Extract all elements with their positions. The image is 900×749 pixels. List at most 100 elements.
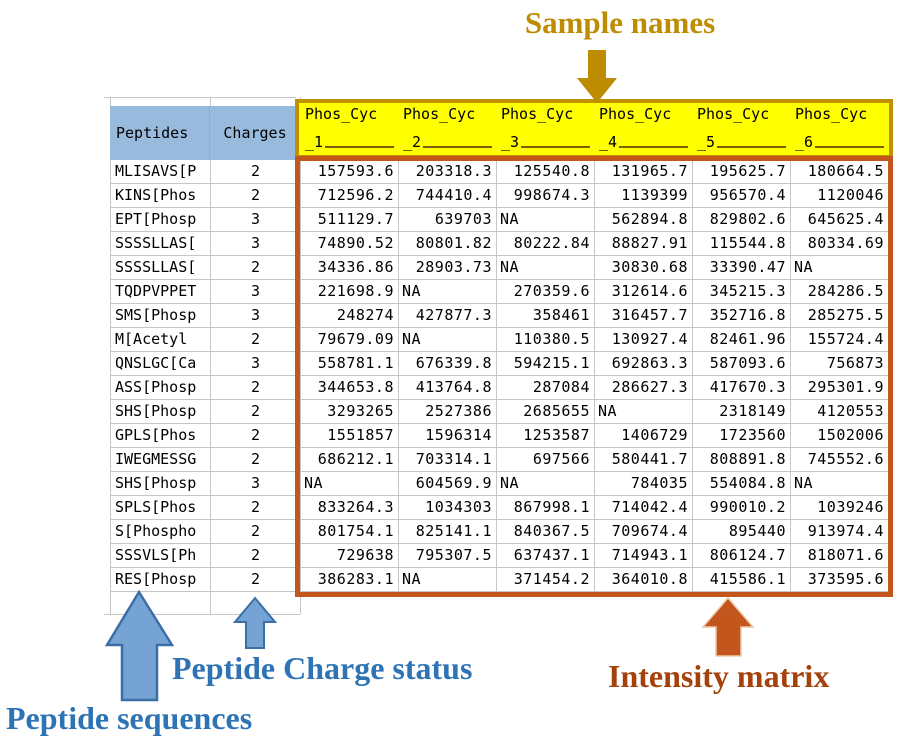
- charge-cell[interactable]: 2: [211, 160, 301, 183]
- peptide-cell[interactable]: QNSLGC[Ca: [111, 352, 211, 375]
- intensity-cell[interactable]: 248274: [301, 304, 399, 327]
- intensity-cell[interactable]: 697566: [497, 448, 595, 471]
- intensity-cell[interactable]: 371454.2: [497, 568, 595, 591]
- peptide-cell[interactable]: ASS[Phosp: [111, 376, 211, 399]
- intensity-cell[interactable]: 88827.91: [595, 232, 693, 255]
- intensity-cell[interactable]: 1406729: [595, 424, 693, 447]
- intensity-cell[interactable]: 3293265: [301, 400, 399, 423]
- intensity-cell[interactable]: 417670.3: [693, 376, 791, 399]
- peptide-cell[interactable]: IWEGMESSG: [111, 448, 211, 471]
- intensity-cell[interactable]: 840367.5: [497, 520, 595, 543]
- intensity-cell[interactable]: 867998.1: [497, 496, 595, 519]
- charge-cell[interactable]: 3: [211, 232, 301, 255]
- charge-cell[interactable]: 2: [211, 496, 301, 519]
- intensity-cell[interactable]: 157593.6: [301, 160, 399, 183]
- intensity-cell[interactable]: 415586.1: [693, 568, 791, 591]
- intensity-cell[interactable]: 352716.8: [693, 304, 791, 327]
- peptide-cell[interactable]: SMS[Phosp: [111, 304, 211, 327]
- intensity-cell[interactable]: 312614.6: [595, 280, 693, 303]
- sample-name-header-cell[interactable]: Phos_Cyc_4: [594, 105, 692, 151]
- intensity-cell[interactable]: 825141.1: [399, 520, 497, 543]
- intensity-cell[interactable]: NA: [497, 472, 595, 495]
- intensity-cell[interactable]: 221698.9: [301, 280, 399, 303]
- intensity-cell[interactable]: 131965.7: [595, 160, 693, 183]
- intensity-cell[interactable]: 956570.4: [693, 184, 791, 207]
- intensity-cell[interactable]: 784035: [595, 472, 693, 495]
- intensity-cell[interactable]: 587093.6: [693, 352, 791, 375]
- intensity-cell[interactable]: 33390.47: [693, 256, 791, 279]
- peptide-cell[interactable]: SHS[Phosp: [111, 472, 211, 495]
- intensity-cell[interactable]: 714943.1: [595, 544, 693, 567]
- intensity-cell[interactable]: 28903.73: [399, 256, 497, 279]
- intensity-cell[interactable]: 709674.4: [595, 520, 693, 543]
- intensity-cell[interactable]: 344653.8: [301, 376, 399, 399]
- intensity-cell[interactable]: 79679.09: [301, 328, 399, 351]
- peptides-column-header[interactable]: Peptides: [110, 106, 210, 160]
- intensity-cell[interactable]: 895440: [693, 520, 791, 543]
- intensity-cell[interactable]: 110380.5: [497, 328, 595, 351]
- charge-cell[interactable]: 2: [211, 376, 301, 399]
- intensity-cell[interactable]: 2685655: [497, 400, 595, 423]
- intensity-cell[interactable]: 558781.1: [301, 352, 399, 375]
- peptide-cell[interactable]: EPT[Phosp: [111, 208, 211, 231]
- intensity-cell[interactable]: 1551857: [301, 424, 399, 447]
- charge-cell[interactable]: 2: [211, 328, 301, 351]
- intensity-cell[interactable]: 364010.8: [595, 568, 693, 591]
- charge-cell[interactable]: 2: [211, 184, 301, 207]
- charge-cell[interactable]: 3: [211, 472, 301, 495]
- intensity-cell[interactable]: 808891.8: [693, 448, 791, 471]
- intensity-cell[interactable]: 80222.84: [497, 232, 595, 255]
- intensity-cell[interactable]: 703314.1: [399, 448, 497, 471]
- peptide-cell[interactable]: SPLS[Phos: [111, 496, 211, 519]
- intensity-cell[interactable]: 1139399: [595, 184, 693, 207]
- intensity-cell[interactable]: 829802.6: [693, 208, 791, 231]
- intensity-cell[interactable]: 594215.1: [497, 352, 595, 375]
- intensity-cell[interactable]: NA: [497, 208, 595, 231]
- intensity-cell[interactable]: 639703: [399, 208, 497, 231]
- intensity-cell[interactable]: 386283.1: [301, 568, 399, 591]
- intensity-cell[interactable]: 562894.8: [595, 208, 693, 231]
- intensity-cell[interactable]: 1723560: [693, 424, 791, 447]
- intensity-cell[interactable]: 345215.3: [693, 280, 791, 303]
- intensity-cell[interactable]: 125540.8: [497, 160, 595, 183]
- intensity-cell[interactable]: 692863.3: [595, 352, 693, 375]
- peptide-cell[interactable]: RES[Phosp: [111, 568, 211, 591]
- intensity-cell[interactable]: 990010.2: [693, 496, 791, 519]
- peptide-cell[interactable]: SSSSLLAS[: [111, 232, 211, 255]
- charge-cell[interactable]: 3: [211, 352, 301, 375]
- intensity-cell[interactable]: 729638: [301, 544, 399, 567]
- intensity-cell[interactable]: 604569.9: [399, 472, 497, 495]
- intensity-cell[interactable]: 358461: [497, 304, 595, 327]
- intensity-cell[interactable]: 998674.3: [497, 184, 595, 207]
- intensity-cell[interactable]: 795307.5: [399, 544, 497, 567]
- intensity-cell[interactable]: 714042.4: [595, 496, 693, 519]
- intensity-cell[interactable]: 833264.3: [301, 496, 399, 519]
- intensity-cell[interactable]: 686212.1: [301, 448, 399, 471]
- intensity-cell[interactable]: 1034303: [399, 496, 497, 519]
- intensity-cell[interactable]: 744410.4: [399, 184, 497, 207]
- peptide-cell[interactable]: SSSVLS[Ph: [111, 544, 211, 567]
- sample-name-header-cell[interactable]: Phos_Cyc_2: [398, 105, 496, 151]
- intensity-cell[interactable]: 30830.68: [595, 256, 693, 279]
- intensity-cell[interactable]: 1596314: [399, 424, 497, 447]
- intensity-cell[interactable]: 2318149: [693, 400, 791, 423]
- sample-name-header-cell[interactable]: Phos_Cyc_6: [790, 105, 888, 151]
- charge-cell[interactable]: 2: [211, 568, 301, 591]
- sample-name-header-cell[interactable]: Phos_Cyc_5: [692, 105, 790, 151]
- charge-cell[interactable]: 2: [211, 400, 301, 423]
- intensity-cell[interactable]: 580441.7: [595, 448, 693, 471]
- intensity-cell[interactable]: 511129.7: [301, 208, 399, 231]
- intensity-cell[interactable]: 286627.3: [595, 376, 693, 399]
- charge-cell[interactable]: 3: [211, 280, 301, 303]
- intensity-cell[interactable]: 2527386: [399, 400, 497, 423]
- intensity-cell[interactable]: 203318.3: [399, 160, 497, 183]
- intensity-cell[interactable]: 806124.7: [693, 544, 791, 567]
- intensity-cell[interactable]: NA: [301, 472, 399, 495]
- intensity-cell[interactable]: 427877.3: [399, 304, 497, 327]
- sample-name-header-cell[interactable]: Phos_Cyc_1: [300, 105, 398, 151]
- intensity-cell[interactable]: NA: [399, 280, 497, 303]
- charge-cell[interactable]: 3: [211, 208, 301, 231]
- intensity-cell[interactable]: 80801.82: [399, 232, 497, 255]
- charge-cell[interactable]: 2: [211, 424, 301, 447]
- intensity-cell[interactable]: 801754.1: [301, 520, 399, 543]
